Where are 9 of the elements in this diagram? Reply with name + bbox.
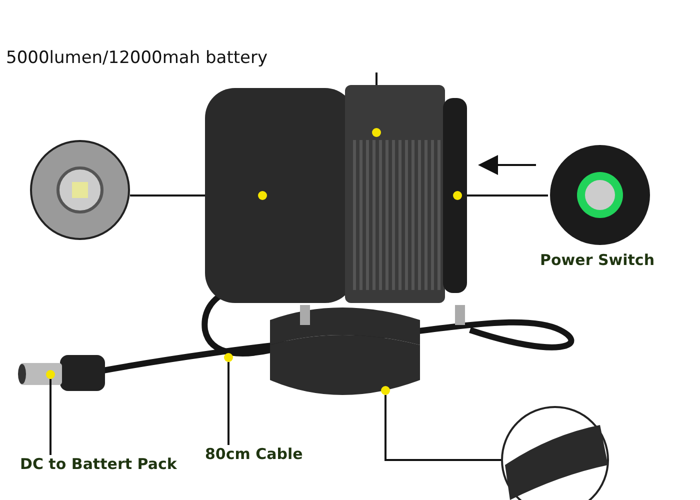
leader-line bbox=[50, 379, 52, 455]
part-label: DC to Battert Pack bbox=[20, 455, 178, 473]
leader-line bbox=[228, 362, 230, 445]
title: 5000lumen/12000mah battery bbox=[6, 48, 268, 68]
marker-dot bbox=[381, 386, 390, 395]
leader-line bbox=[384, 395, 502, 461]
part-label: 80cm Cable bbox=[205, 445, 304, 463]
marker-dot bbox=[224, 353, 233, 362]
part-label: Power Switch bbox=[540, 251, 654, 269]
